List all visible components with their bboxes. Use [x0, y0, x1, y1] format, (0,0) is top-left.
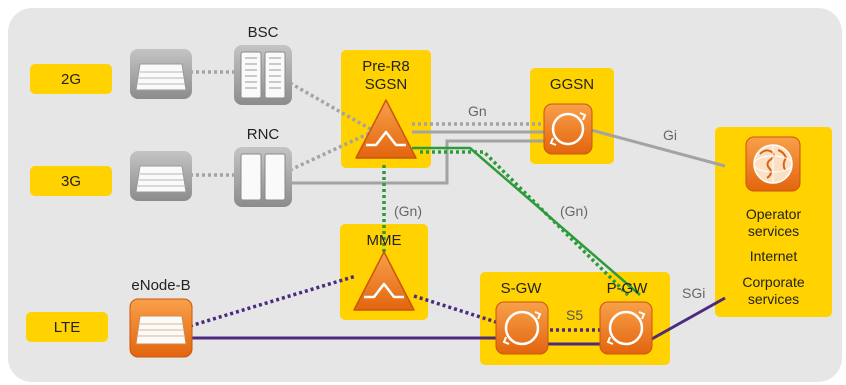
label-gn-left: (Gn) [394, 203, 422, 219]
label-enodeb: eNode-B [131, 277, 191, 294]
bsc-device [234, 45, 292, 105]
label-sgw: S-GW [500, 280, 542, 297]
box-2g [30, 64, 112, 94]
label-gn: Gn [468, 103, 487, 119]
link-sgi [649, 296, 726, 342]
label-sgsn-line1: Pre-R8 [362, 58, 410, 75]
link-bsc-sgsn [289, 81, 373, 132]
box-3g [30, 166, 112, 196]
label-2g: 2G [60, 71, 81, 88]
sgsn-router [355, 99, 417, 159]
label-3g: 3G [60, 173, 81, 190]
label-gn-right: (Gn) [560, 203, 588, 219]
box-lte [26, 312, 108, 342]
label-sgi: SGi [682, 285, 706, 301]
label-sgsn-line2: SGSN [364, 76, 408, 93]
label-lte: LTE [53, 319, 81, 336]
services-line-3: Internet [749, 248, 798, 264]
ggsn-gateway [543, 103, 593, 155]
label-s5: S5 [566, 307, 584, 323]
nodeb-3g [130, 151, 192, 201]
link-sgsn-pgw-solid [412, 146, 641, 296]
services-line-5: services [747, 291, 800, 307]
link-mme-sgw [413, 294, 497, 324]
mme-router [353, 251, 415, 311]
label-gi: Gi [663, 127, 677, 143]
bts-2g [130, 49, 192, 99]
label-rnc: RNC [246, 126, 280, 143]
link-enodeb-mme [189, 274, 357, 328]
pgw-gateway [599, 301, 653, 355]
label-pgw: P-GW [606, 280, 648, 297]
link-gi [590, 128, 726, 168]
rnc-device [234, 147, 292, 207]
enodeb-device [129, 298, 193, 358]
label-bsc: BSC [247, 24, 279, 41]
box-services [715, 127, 832, 317]
services-line-1: Operator [745, 206, 802, 222]
link-sgsn-pgw-dotted [420, 150, 630, 297]
label-mme: MME [366, 232, 402, 249]
link-rnc-sgsn [290, 139, 545, 185]
label-ggsn: GGSN [549, 76, 595, 93]
sgw-gateway [495, 301, 549, 355]
globe-icon [745, 136, 801, 192]
services-line-2: services [747, 223, 800, 239]
services-line-4: Corporate [742, 274, 805, 290]
